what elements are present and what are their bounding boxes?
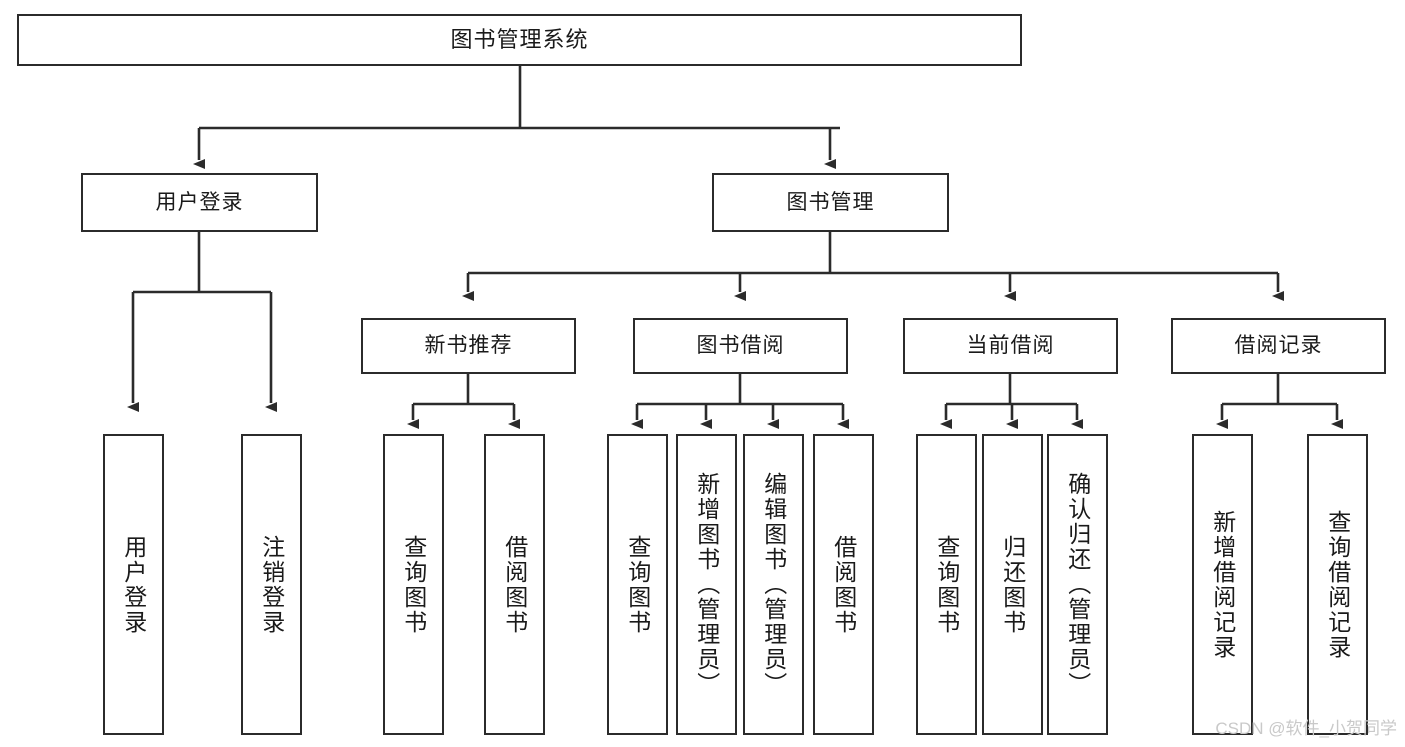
node-label: 新增借阅记录 [1209,509,1236,660]
node-label: 查询图书 [624,534,651,635]
node-label: 编辑图书（管理员） [760,472,787,697]
node-label: 图书管理系统 [450,26,589,52]
leaf-book-borrow-add-book-admin[interactable]: 新增图书（管理员） [676,434,737,735]
node-label: 图书借阅 [696,334,785,358]
node-book-borrow[interactable]: 图书借阅 [633,318,848,374]
leaf-book-borrow-query-book[interactable]: 查询图书 [607,434,668,735]
node-label: 查询图书 [400,534,427,635]
csdn-watermark: CSDN @软件_小贺同学 [1215,719,1397,738]
node-label: 注销登录 [258,534,285,635]
leaf-new-book-query-book[interactable]: 查询图书 [383,434,444,735]
node-user-login[interactable]: 用户登录 [81,173,318,232]
node-current-borrow[interactable]: 当前借阅 [903,318,1118,374]
leaf-borrow-record-query-record[interactable]: 查询借阅记录 [1307,434,1368,735]
node-label: 新增图书（管理员） [693,472,720,697]
leaf-current-borrow-confirm-return-admin[interactable]: 确认归还（管理员） [1047,434,1108,735]
node-label: 确认归还（管理员） [1064,472,1091,697]
leaf-user-login-logout[interactable]: 注销登录 [241,434,302,735]
node-label: 用户登录 [155,190,244,214]
node-label: 图书管理 [786,190,875,214]
leaf-user-login-login[interactable]: 用户登录 [103,434,164,735]
leaf-current-borrow-query-book[interactable]: 查询图书 [916,434,977,735]
node-label: 查询借阅记录 [1324,509,1351,660]
node-label: 借阅图书 [501,534,528,635]
node-label: 归还图书 [999,534,1026,635]
node-root-book-management-system[interactable]: 图书管理系统 [17,14,1022,66]
node-borrow-record[interactable]: 借阅记录 [1171,318,1386,374]
leaf-current-borrow-return-book[interactable]: 归还图书 [982,434,1043,735]
leaf-new-book-borrow-book[interactable]: 借阅图书 [484,434,545,735]
node-label: 用户登录 [120,534,147,635]
node-label: 借阅图书 [830,534,857,635]
leaf-book-borrow-edit-book-admin[interactable]: 编辑图书（管理员） [743,434,804,735]
node-label: 新书推荐 [424,334,513,358]
node-book-management[interactable]: 图书管理 [712,173,949,232]
leaf-book-borrow-borrow-book[interactable]: 借阅图书 [813,434,874,735]
leaf-borrow-record-add-record[interactable]: 新增借阅记录 [1192,434,1253,735]
node-new-book-recommend[interactable]: 新书推荐 [361,318,576,374]
node-label: 查询图书 [933,534,960,635]
node-label: 借阅记录 [1234,334,1323,358]
node-label: 当前借阅 [966,334,1055,358]
